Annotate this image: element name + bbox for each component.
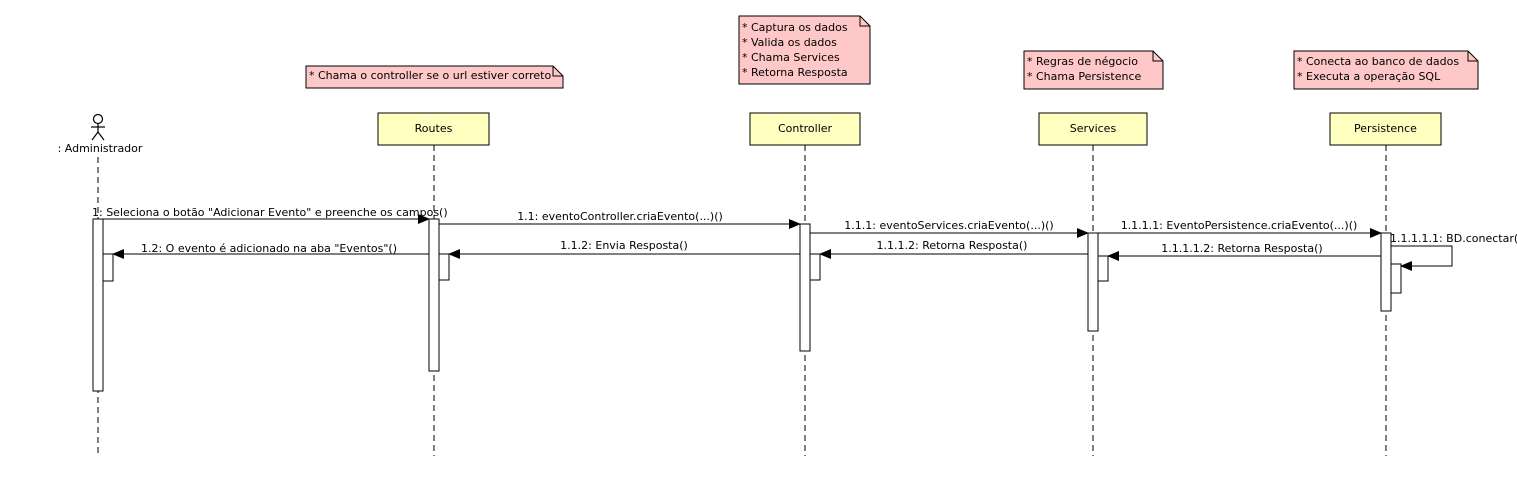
note-services-line-2: * Chama Persistence: [1027, 70, 1141, 83]
activation-administrador-return: [102, 253, 114, 282]
lifeline-routes-label: Routes: [415, 122, 453, 135]
activation-services-return: [1097, 255, 1109, 282]
note-routes-line-1: * Chama o controller se o url estiver co…: [309, 69, 551, 82]
lifeline-persistence[interactable]: Persistence: [1329, 112, 1442, 146]
note-routes-shape: [305, 65, 564, 89]
return-1-2-label: 1.2: O evento é adicionado na aba "Event…: [141, 242, 397, 255]
activation-controller: [799, 223, 811, 352]
activation-persistence-self: [1390, 263, 1402, 294]
activation-services: [1087, 232, 1099, 332]
lifeline-routes-box: [377, 112, 490, 146]
lifeline-controller[interactable]: Controller: [749, 112, 861, 146]
note-controller-shape: [738, 15, 871, 85]
note-persistence-line-1: * Conecta ao banco de dados: [1297, 55, 1459, 68]
return-1-1-1-1-2-label: 1.1.1.1.2: Retorna Resposta(): [1161, 242, 1322, 255]
lifeline-services-label: Services: [1070, 122, 1117, 135]
note-controller-line-1: * Captura os dados: [742, 21, 848, 34]
note-persistence-shape: [1293, 50, 1479, 90]
note-services-line-1: * Regras de négocio: [1027, 55, 1138, 68]
activation-administrador: [92, 218, 104, 392]
lifeline-persistence-label: Persistence: [1354, 122, 1417, 135]
activation-controller-return: [809, 253, 821, 281]
stick-figure-icon: [91, 113, 105, 141]
lifeline-routes[interactable]: Routes: [377, 112, 490, 146]
message-1-1-1-1-1-label: 1.1.1.1.1: BD.conectar(): [1390, 232, 1517, 245]
lifeline-services-box: [1038, 112, 1148, 146]
note-routes[interactable]: * Chama o controller se o url estiver co…: [305, 65, 564, 89]
return-1-1-2-label: 1.1.2: Envia Resposta(): [560, 239, 688, 252]
note-controller-fold: [859, 16, 870, 27]
note-services-shape: [1023, 50, 1164, 90]
activation-routes: [428, 218, 440, 372]
note-persistence[interactable]: * Conecta ao banco de dados * Executa a …: [1293, 50, 1479, 90]
lifeline-controller-label: Controller: [778, 122, 833, 135]
activation-routes-return: [438, 253, 450, 281]
lifeline-services[interactable]: Services: [1038, 112, 1148, 146]
note-controller[interactable]: * Captura os dados * Valida os dados * C…: [738, 15, 871, 85]
message-1-1-1-label: 1.1.1: eventoServices.criaEvento(...)(): [844, 219, 1053, 232]
message-1-label: 1: Seleciona o botão "Adicionar Evento" …: [92, 206, 448, 219]
note-controller-line-2: * Valida os dados: [742, 36, 837, 49]
note-persistence-line-2: * Executa a operação SQL: [1297, 70, 1441, 83]
actor-administrador[interactable]: : Administrador: [58, 113, 143, 156]
note-persistence-fold: [1467, 51, 1478, 62]
lifeline-persistence-box: [1329, 112, 1442, 146]
message-1-1-1-1-1-self-arrow: [1391, 245, 1453, 271]
note-controller-line-3: * Chama Services: [742, 51, 840, 64]
message-1-1-1-1-label: 1.1.1.1: EventoPersistence.criaEvento(..…: [1121, 219, 1358, 232]
note-services-fold: [1152, 51, 1163, 62]
actor-label: : Administrador: [58, 142, 143, 155]
note-routes-fold: [552, 66, 563, 77]
lifeline-controller-box: [749, 112, 861, 146]
return-1-1-1-2-label: 1.1.1.2: Retorna Resposta(): [877, 239, 1028, 252]
note-controller-line-4: * Retorna Resposta: [742, 66, 848, 79]
message-1-1-label: 1.1: eventoController.criaEvento(...)(): [517, 210, 723, 223]
note-services[interactable]: * Regras de négocio * Chama Persistence: [1023, 50, 1164, 90]
